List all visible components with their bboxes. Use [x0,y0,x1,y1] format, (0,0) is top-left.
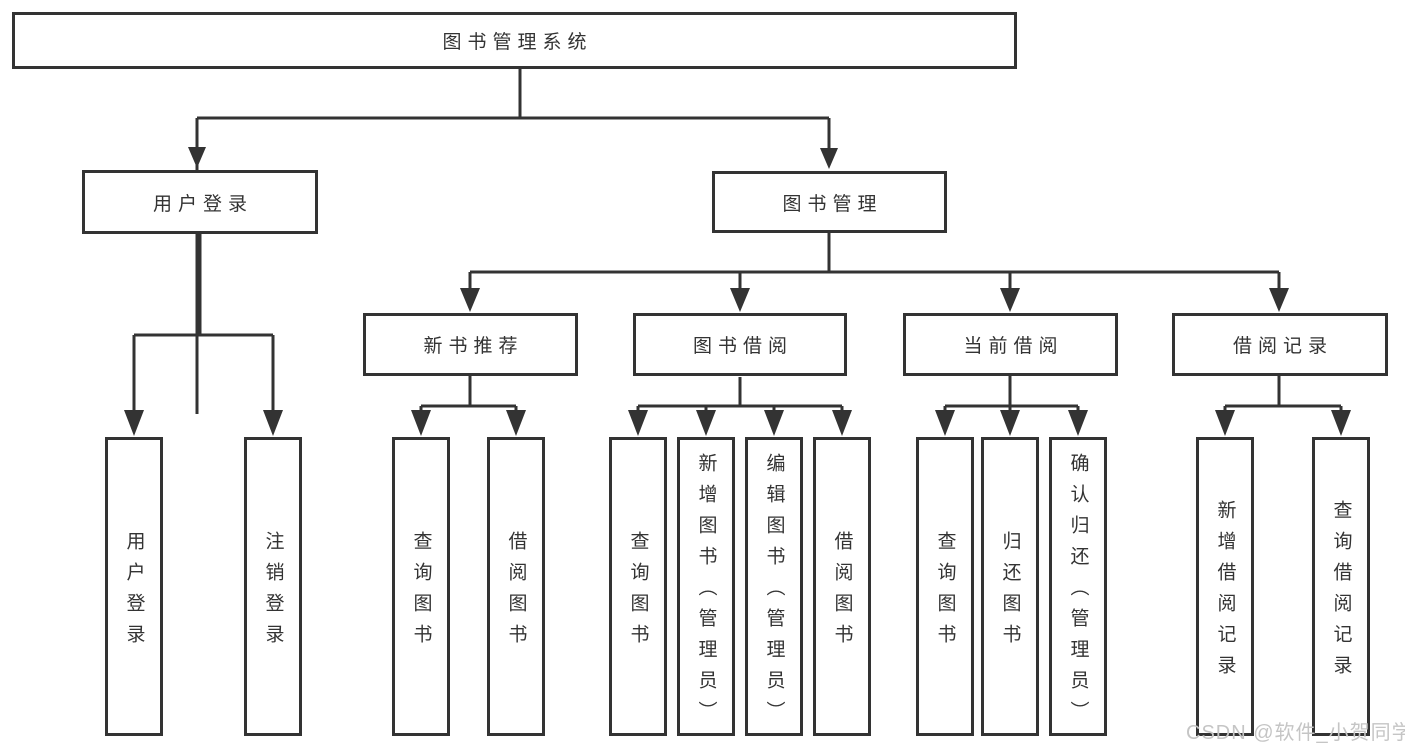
node-leaf-borrow-books: 借阅图书 [813,437,871,736]
node-label: 查询图书 [627,530,649,655]
node-leaf-user-login: 用户登录 [105,437,163,736]
node-library-management-system: 图书管理系统 [12,12,1017,69]
node-label: 用户登录 [152,193,253,215]
node-user-login: 用户登录 [82,170,318,234]
node-new-book-recommendation: 新书推荐 [363,313,578,376]
node-label: 查询借阅记录 [1330,499,1352,686]
node-label: 确认归还（管理员） [1067,453,1089,732]
node-leaf-query-books: 查询图书 [916,437,974,736]
node-label: 归还图书 [999,530,1021,655]
node-label: 注销登录 [262,530,284,655]
node-leaf-add-books-admin: 新增图书（管理员） [677,437,735,736]
node-leaf-return-books: 归还图书 [981,437,1039,736]
node-label: 查询图书 [934,530,956,655]
node-leaf-confirm-return-admin: 确认归还（管理员） [1049,437,1107,736]
node-current-borrowing: 当前借阅 [903,313,1118,376]
node-label: 借阅记录 [1232,336,1333,357]
node-label: 新书推荐 [423,336,524,357]
node-label: 图书管理 [782,193,883,215]
node-label: 借阅图书 [505,530,527,655]
node-leaf-borrow-books: 借阅图书 [487,437,545,736]
node-leaf-edit-books-admin: 编辑图书（管理员） [745,437,803,736]
csdn-watermark: CSDN @软件_小贺同学 [1186,722,1405,744]
node-label: 当前借阅 [963,336,1064,357]
node-label: 借阅图书 [831,530,853,655]
node-label: 用户登录 [123,530,145,655]
node-leaf-add-borrow-record: 新增借阅记录 [1196,437,1254,736]
node-label: 图书管理系统 [442,32,593,53]
node-borrowing-records: 借阅记录 [1172,313,1388,376]
node-leaf-query-books: 查询图书 [609,437,667,736]
node-leaf-logout: 注销登录 [244,437,302,736]
node-label: 查询图书 [410,530,432,655]
node-book-borrowing: 图书借阅 [633,313,847,376]
node-label: 新增借阅记录 [1214,499,1236,686]
node-label: 新增图书（管理员） [695,453,717,732]
node-book-management: 图书管理 [712,171,947,233]
node-leaf-query-borrow-record: 查询借阅记录 [1312,437,1370,736]
node-leaf-query-books: 查询图书 [392,437,450,736]
node-label: 编辑图书（管理员） [763,453,785,732]
node-label: 图书借阅 [692,336,793,357]
